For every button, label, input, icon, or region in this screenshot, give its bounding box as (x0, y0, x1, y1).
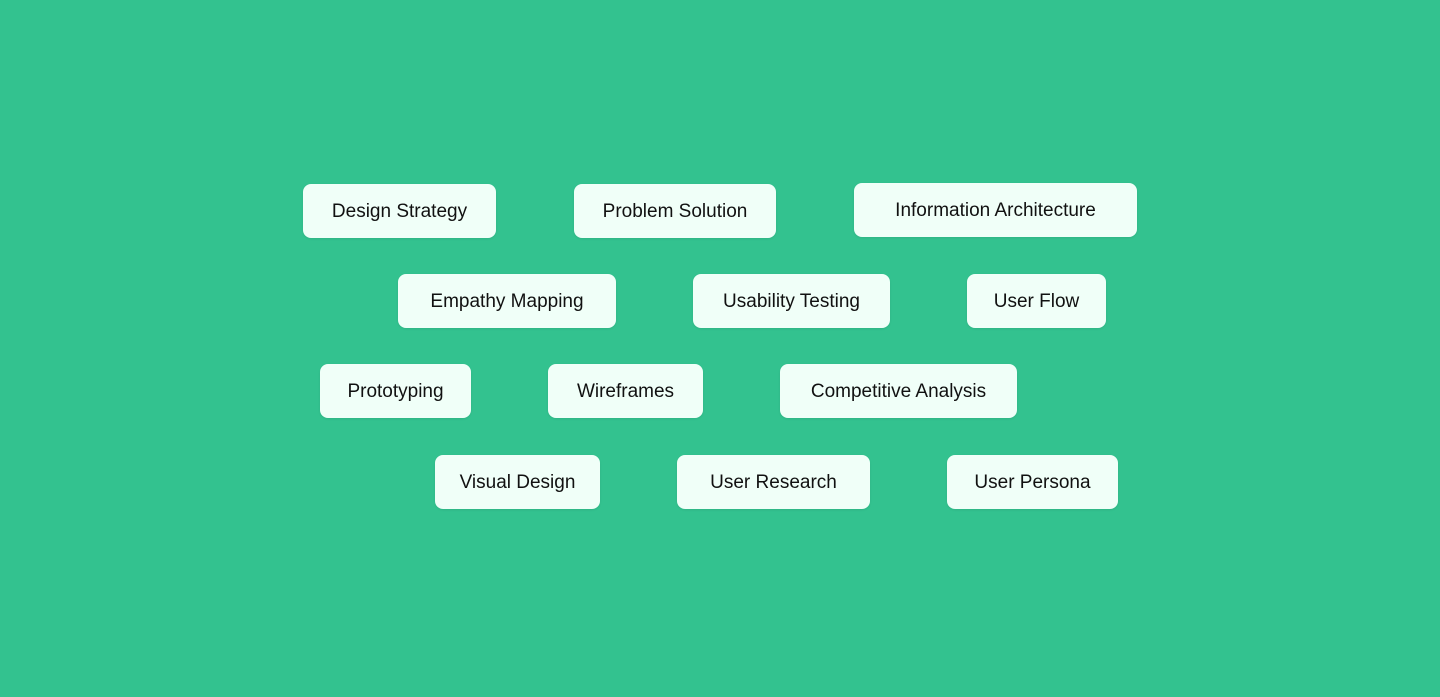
tag-label: Wireframes (576, 380, 675, 402)
tag-label: Information Architecture (895, 199, 1096, 221)
tag-label: User Flow (993, 290, 1080, 312)
tag-label: Problem Solution (602, 200, 748, 222)
tag-user-flow: User Flow (967, 274, 1106, 328)
tag-usability-testing: Usability Testing (693, 274, 890, 328)
tag-user-persona: User Persona (947, 455, 1118, 509)
tag-label: Competitive Analysis (810, 380, 987, 402)
tag-design-strategy: Design Strategy (303, 184, 496, 238)
tag-user-research: User Research (677, 455, 870, 509)
tag-label: Visual Design (459, 471, 576, 493)
tag-empathy-mapping: Empathy Mapping (398, 274, 616, 328)
tag-visual-design: Visual Design (435, 455, 600, 509)
tag-label: Prototyping (347, 380, 444, 402)
tag-problem-solution: Problem Solution (574, 184, 776, 238)
tag-label: Usability Testing (723, 290, 860, 312)
tag-label: Empathy Mapping (430, 290, 584, 312)
tag-label: Design Strategy (331, 200, 468, 222)
tag-prototyping: Prototyping (320, 364, 471, 418)
tag-wireframes: Wireframes (548, 364, 703, 418)
tag-label: User Research (710, 471, 837, 493)
tag-competitive-analysis: Competitive Analysis (780, 364, 1017, 418)
tag-information-architecture: Information Architecture (854, 183, 1137, 237)
tag-label: User Persona (974, 471, 1091, 493)
